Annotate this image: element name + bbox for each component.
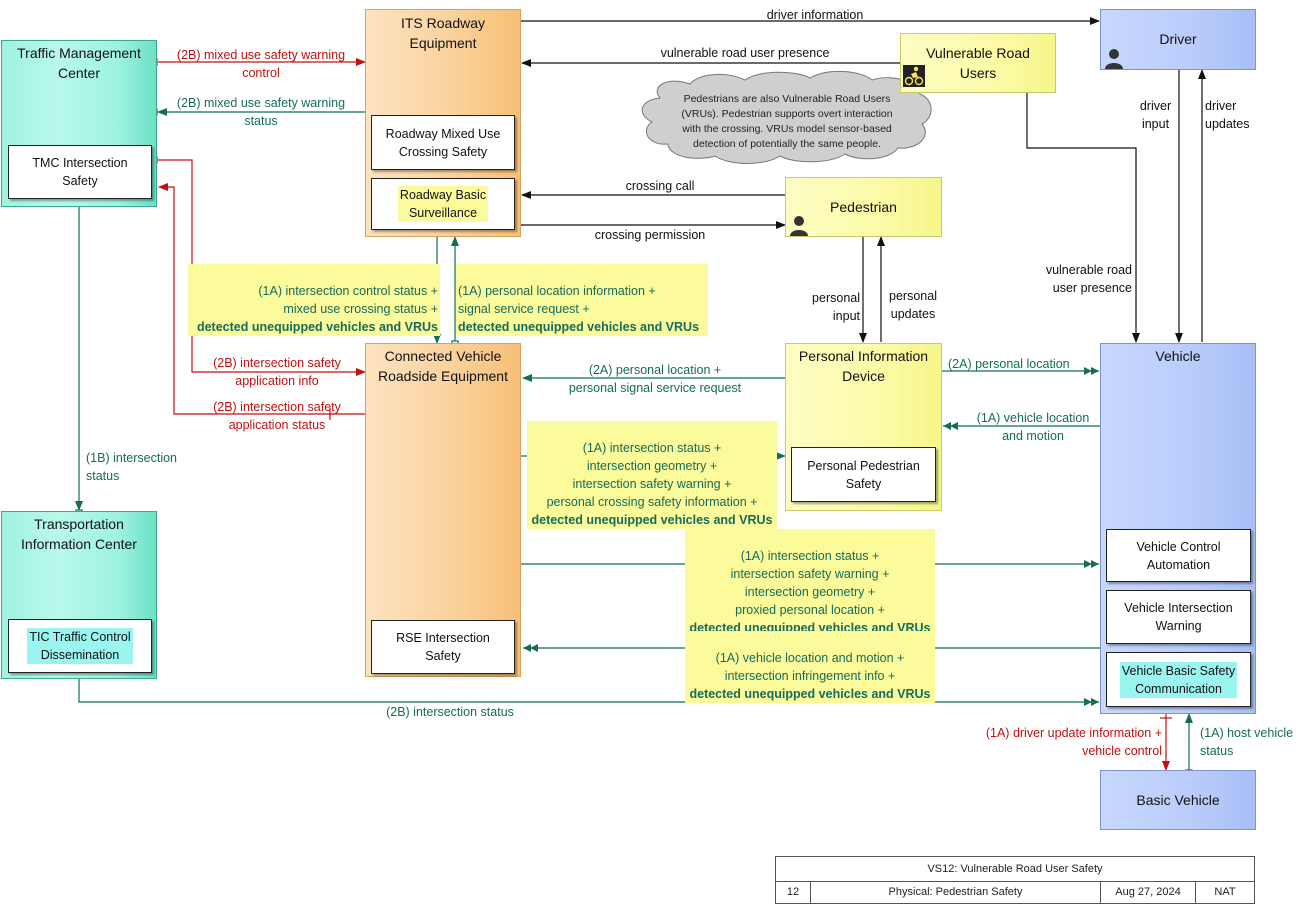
vehicle-basic-safety-communication-label: Vehicle Basic Safety Communication: [1119, 661, 1238, 698]
pid-title: Personal Information Device: [798, 348, 929, 384]
footer-tag: NAT: [1214, 886, 1236, 898]
diagram-footer: VS12: Vulnerable Road User Safety 12 Phy…: [775, 856, 1255, 904]
label-tmc-app-info: (2B) intersection safety application inf…: [213, 356, 341, 388]
vehicle-node[interactable]: Vehicle Vehicle Control Automation Vehic…: [1100, 343, 1256, 714]
label-cvre-to-its-bold: detected unequipped vehicles and VRUs: [458, 320, 700, 334]
roadway-basic-surveillance-box[interactable]: Roadway Basic Surveillance: [371, 178, 515, 230]
label-host-vehicle-status: (1A) host vehicle status: [1200, 726, 1294, 758]
label-its-to-cvre: (1A) intersection control status + mixed…: [188, 264, 440, 336]
its-roadway-equipment-title: ITS Roadway Equipment: [400, 15, 486, 51]
vehicle-title: Vehicle: [1155, 348, 1201, 364]
label-tmc-to-tic: (1B) intersection status: [86, 451, 178, 483]
traffic-management-center-node[interactable]: Traffic Management Center TMC Intersecti…: [1, 40, 157, 207]
personal-pedestrian-safety-box[interactable]: Personal Pedestrian Safety: [791, 447, 936, 502]
vulnerable-road-users-node[interactable]: Vulnerable Road Users: [900, 33, 1056, 93]
transportation-information-center-node[interactable]: Transportation Information Center TIC Tr…: [1, 511, 157, 679]
label-cvre-to-its: (1A) personal location information + sig…: [456, 264, 708, 336]
label-personal-input: personal input: [812, 291, 860, 323]
person-icon: [790, 216, 808, 236]
label-cvre-to-pid-bold: detected unequipped vehicles and VRUs: [531, 513, 773, 527]
cvre-title: Connected Vehicle Roadside Equipment: [378, 348, 508, 384]
label-tic-to-vehicle: (2B) intersection status: [386, 705, 514, 719]
footer-number: 12: [776, 881, 811, 904]
note-cloud-shape: [641, 70, 932, 164]
label-driver-input: driver input: [1139, 99, 1172, 131]
label-cvre-to-vehicle: (1A) intersection status + intersection …: [685, 529, 935, 637]
roadway-mixed-use-crossing-safety-box[interactable]: Roadway Mixed Use Crossing Safety: [371, 115, 515, 170]
pedestrian-node[interactable]: Pedestrian: [785, 177, 942, 237]
label-personal-updates: personal updates: [889, 289, 937, 321]
cyclist-icon: [903, 65, 925, 87]
label-vru-presence-vehicle: vulnerable road user presence: [1045, 263, 1132, 295]
label-vru-presence-its: vulnerable road user presence: [660, 46, 830, 60]
label-pid-to-cvre: (2A) personal location + personal signal…: [568, 363, 742, 395]
person-icon: [1105, 49, 1123, 69]
its-roadway-equipment-node[interactable]: ITS Roadway Equipment Roadway Mixed Use …: [365, 9, 521, 237]
connected-vehicle-roadside-equipment-node[interactable]: Connected Vehicle Roadside Equipment RSE…: [365, 343, 521, 677]
personal-information-device-node[interactable]: Personal Information Device Personal Ped…: [785, 343, 942, 511]
vehicle-control-automation-box[interactable]: Vehicle Control Automation: [1106, 529, 1251, 582]
traffic-management-center-title: Traffic Management Center: [17, 45, 141, 81]
flow-vru-presence-vehicle: [1026, 93, 1140, 343]
label-cvre-to-pid: (1A) intersection status + intersection …: [527, 421, 777, 529]
label-vehicle-to-cvre-text: (1A) vehicle location and motion + inter…: [715, 651, 905, 683]
label-crossing-call: crossing call: [625, 179, 695, 193]
label-tmc-warn-control: (2B) mixed use safety warning control: [176, 48, 346, 80]
vehicle-basic-safety-communication-box[interactable]: Vehicle Basic Safety Communication: [1106, 652, 1251, 707]
label-cvre-to-its-text: (1A) personal location information + sig…: [458, 284, 656, 316]
label-pid-to-vehicle: (2A) personal location: [948, 357, 1070, 371]
driver-node[interactable]: Driver: [1100, 9, 1256, 70]
red-flows: [158, 58, 1172, 771]
label-driver-update-info: (1A) driver update information + vehicle…: [985, 726, 1162, 758]
vulnerable-road-users-title: Vulnerable Road Users: [926, 45, 1030, 81]
basic-vehicle-title: Basic Vehicle: [1136, 792, 1220, 808]
label-vehicle-to-cvre-bold: detected unequipped vehicles and VRUs: [689, 687, 931, 701]
flow-tmc-app-status: [158, 183, 369, 415]
tic-traffic-control-dissemination-box[interactable]: TIC Traffic Control Dissemination: [8, 619, 152, 673]
black-flows: [521, 17, 1206, 343]
label-cvre-to-pid-text: (1A) intersection status + intersection …: [546, 441, 758, 509]
tic-traffic-control-dissemination-label: TIC Traffic Control Dissemination: [27, 628, 133, 664]
label-cvre-to-vehicle-text: (1A) intersection status + intersection …: [730, 549, 890, 617]
footer-date: Aug 27, 2024: [1101, 881, 1196, 904]
basic-vehicle-node[interactable]: Basic Vehicle: [1100, 770, 1256, 830]
label-its-to-cvre-bold: detected unequipped vehicles and VRUs: [196, 320, 438, 334]
label-tmc-app-status: (2B) intersection safety application sta…: [213, 400, 341, 432]
label-tmc-warn-status: (2B) mixed use safety warning status: [176, 96, 346, 128]
tmc-intersection-safety-box[interactable]: TMC Intersection Safety: [8, 145, 152, 199]
rse-intersection-safety-box[interactable]: RSE Intersection Safety: [371, 620, 515, 674]
pedestrian-title: Pedestrian: [830, 199, 897, 215]
footer-title: VS12: Vulnerable Road User Safety: [776, 857, 1254, 882]
label-vehicle-to-pid: (1A) vehicle location and motion: [976, 411, 1090, 443]
vehicle-intersection-warning-box[interactable]: Vehicle Intersection Warning: [1106, 590, 1251, 644]
label-crossing-permission: crossing permission: [594, 228, 706, 242]
note-cloud-text: Pedestrians are also Vulnerable Road Use…: [681, 93, 893, 150]
flow-tic-to-vehicle: [78, 679, 1099, 706]
driver-title: Driver: [1159, 31, 1197, 47]
tic-title: Transportation Information Center: [21, 516, 137, 552]
label-driver-information: driver information: [766, 8, 864, 22]
label-driver-updates: driver updates: [1205, 99, 1250, 131]
roadway-basic-surveillance-label: Roadway Basic Surveillance: [397, 186, 489, 222]
label-its-to-cvre-text: (1A) intersection control status + mixed…: [258, 284, 438, 316]
footer-view: Physical: Pedestrian Safety: [811, 881, 1101, 904]
label-vehicle-to-cvre: (1A) vehicle location and motion + inter…: [685, 631, 935, 703]
